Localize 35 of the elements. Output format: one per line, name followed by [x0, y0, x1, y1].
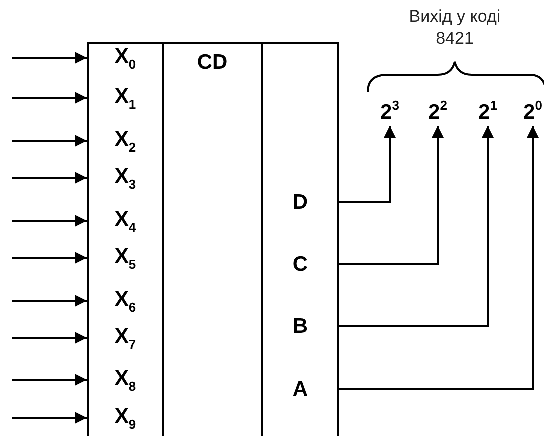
input-pin-label: X$_{8}$: [89, 363, 162, 397]
output-pin-label: B: [264, 309, 337, 343]
bit-weight-label: 2$^{0}$: [517, 98, 544, 124]
encoder-block: [87, 42, 339, 436]
input-pin-label: X$_{7}$: [89, 321, 162, 355]
input-arrow: [12, 172, 87, 184]
input-pin-label: X$_{6}$: [89, 284, 162, 318]
input-pin-label: X$_{9}$: [89, 401, 162, 435]
input-pin-label: X$_{5}$: [89, 241, 162, 275]
input-arrow: [12, 215, 87, 227]
output-arrow: [339, 126, 494, 327]
bit-weight-label: 2$^{1}$: [472, 98, 504, 124]
input-arrow: [12, 295, 87, 307]
output-arrow: [339, 126, 396, 203]
input-arrow: [12, 135, 87, 147]
input-arrow: [12, 412, 87, 424]
bit-weight-label: 2$^{2}$: [422, 98, 454, 124]
input-pin-label: X$_{1}$: [89, 81, 162, 115]
input-arrow: [12, 52, 87, 64]
input-arrow: [12, 92, 87, 104]
output-arrow: [339, 126, 444, 265]
input-arrow: [12, 252, 87, 264]
input-pin-label: X$_{4}$: [89, 204, 162, 238]
input-pin-label: X$_{0}$: [89, 41, 162, 75]
input-pin-label: X$_{2}$: [89, 124, 162, 158]
bit-weight-label: 2$^{3}$: [374, 98, 406, 124]
input-arrow: [12, 332, 87, 344]
input-arrow: [12, 374, 87, 386]
output-pin-label: C: [264, 247, 337, 281]
input-pin-label: X$_{3}$: [89, 161, 162, 195]
output-pin-label: D: [264, 185, 337, 219]
output-arrow: [339, 126, 539, 390]
block-title: CD: [196, 52, 229, 73]
output-caption: Вихід у коді 8421: [408, 6, 502, 50]
output-pin-label: A: [264, 372, 337, 406]
